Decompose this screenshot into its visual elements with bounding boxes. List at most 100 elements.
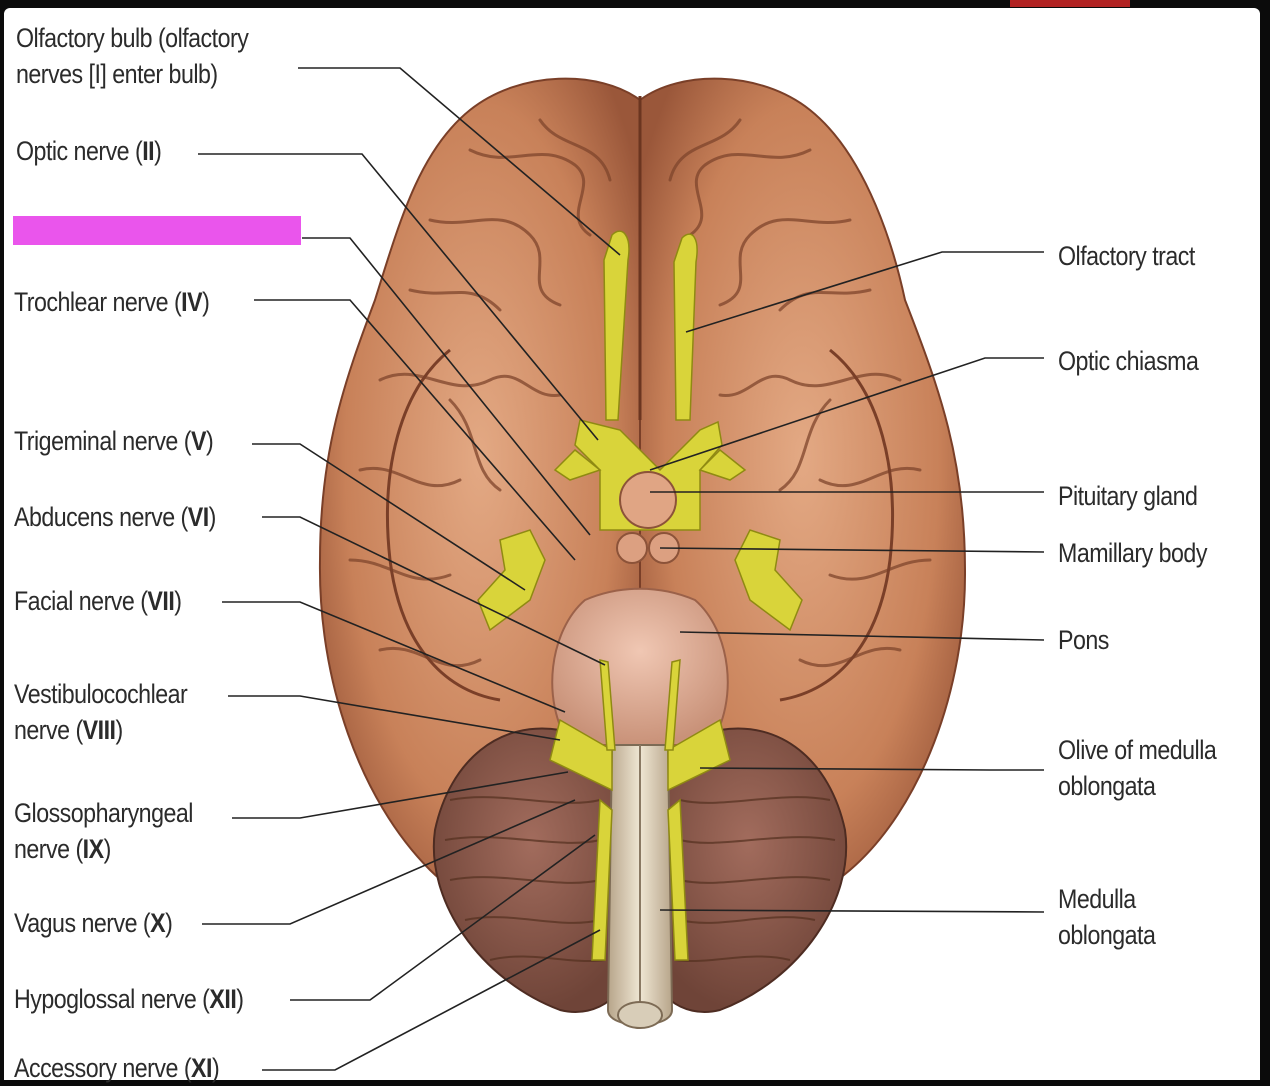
label-line1: Glossopharyngeal (14, 798, 193, 828)
leader-olfactory-tract (685, 251, 1044, 333)
label-close: ) (115, 715, 123, 745)
pituitary-gland (619, 471, 677, 529)
label-close: ) (165, 908, 173, 938)
label-accessory-nerve: Accessory nerve (XI) (14, 1050, 220, 1086)
leader-abducens (262, 516, 606, 666)
label-text: Trochlear nerve ( (14, 287, 182, 317)
label-text: Pituitary gland (1058, 481, 1198, 511)
right-optic-nerve-stub (698, 448, 747, 481)
label-close: ) (103, 834, 112, 864)
label-close: ) (174, 586, 182, 616)
label-line1: Olive of medulla (1058, 735, 1217, 765)
label-hypoglossal-nerve: Hypoglossal nerve (XII) (14, 981, 244, 1017)
label-numeral: V (190, 426, 207, 456)
label-olfactory-bulb-line1: Olfactory bulb (olfactory (16, 23, 249, 53)
label-numeral: VI (187, 502, 209, 532)
right-trigeminal (734, 529, 803, 632)
label-olfactory-bulb: Olfactory bulb (olfactory nerves [I] ent… (16, 20, 249, 92)
gyri (348, 118, 932, 668)
label-vagus-nerve: Vagus nerve (X) (14, 905, 173, 941)
leader-facial (222, 601, 566, 713)
label-numeral: X (150, 908, 166, 938)
leader-oculomotor (302, 237, 591, 536)
label-text: Abducens nerve ( (14, 502, 188, 532)
leader-trigeminal (252, 443, 526, 591)
label-abducens-nerve: Abducens nerve (VI) (14, 499, 216, 535)
leader-olfactory-bulb (298, 67, 621, 256)
label-olfactory-bulb-line2: nerves [I] enter bulb) (16, 59, 218, 89)
label-optic-chiasma: Optic chiasma (1058, 343, 1199, 379)
redaction-box (13, 216, 301, 245)
leader-mamillary (659, 547, 1045, 553)
leader-optic-nerve (198, 153, 599, 441)
label-text: Trigeminal nerve ( (14, 426, 191, 456)
leader-vestibulocochlear (228, 695, 561, 741)
label-optic-nerve: Optic nerve (II) (16, 133, 162, 169)
left-hypoglossal-rootlets (591, 798, 613, 961)
right-temporal-outline (779, 348, 894, 702)
left-mamillary-body (616, 532, 648, 564)
label-numeral: IX (82, 834, 104, 864)
label-olive-of-medulla: Olive of medulla oblongata (1058, 732, 1217, 804)
label-text: Facial nerve ( (14, 586, 148, 616)
left-abducens (599, 659, 616, 751)
label-text: Optic chiasma (1058, 346, 1199, 376)
leader-medulla (659, 909, 1045, 913)
label-text: Optic nerve ( (16, 136, 143, 166)
label-close: ) (208, 502, 217, 532)
label-line1: Vestibulocochlear (14, 679, 188, 709)
label-text: Mamillary body (1058, 538, 1207, 568)
label-trochlear-nerve: Trochlear nerve (IV) (14, 284, 210, 320)
label-text: Vagus nerve ( (14, 908, 151, 938)
label-line2: oblongata (1058, 920, 1156, 950)
label-text: nerve ( (14, 715, 83, 745)
label-trigeminal-nerve: Trigeminal nerve (V) (14, 423, 214, 459)
leader-olive (699, 767, 1044, 771)
leader-optic-chiasma (649, 357, 1044, 471)
label-line2: oblongata (1058, 771, 1156, 801)
label-mamillary-body: Mamillary body (1058, 535, 1207, 571)
label-close: ) (154, 136, 162, 166)
label-numeral: XII (209, 984, 237, 1014)
label-pituitary-gland: Pituitary gland (1058, 478, 1198, 514)
right-hypoglossal-rootlets (667, 798, 689, 961)
left-olfactory-bulb-tract (603, 230, 630, 421)
left-lower-nerves (549, 718, 613, 792)
label-text: Accessory nerve ( (14, 1053, 192, 1083)
label-close: ) (236, 984, 244, 1014)
cerebellum (432, 727, 848, 1013)
leader-hypoglossal (290, 834, 596, 1001)
label-line2: nerve (IX) (14, 831, 193, 867)
label-vestibulocochlear-nerve: Vestibulocochlear nerve (VIII) (14, 676, 188, 748)
label-numeral: VII (147, 586, 175, 616)
label-close: ) (205, 426, 214, 456)
label-pons: Pons (1058, 622, 1109, 658)
label-line1: Medulla (1058, 884, 1136, 914)
left-optic-nerve-stub (553, 448, 602, 481)
label-numeral: IV (181, 287, 203, 317)
label-text: Hypoglossal nerve ( (14, 984, 210, 1014)
label-glossopharyngeal-nerve: Glossopharyngeal nerve (IX) (14, 795, 193, 867)
label-facial-nerve: Facial nerve (VII) (14, 583, 182, 619)
label-close: ) (211, 1053, 220, 1083)
leader-accessory (262, 929, 601, 1071)
right-lower-nerves (667, 718, 731, 792)
leader-trochlear (254, 299, 576, 561)
label-text: Olfactory tract (1058, 241, 1195, 271)
leader-pons (679, 631, 1045, 641)
label-numeral: XI (191, 1053, 212, 1083)
label-text: nerve ( (14, 834, 83, 864)
pons (551, 587, 729, 746)
label-close: ) (202, 287, 210, 317)
label-numeral: II (142, 136, 155, 166)
label-text: Pons (1058, 625, 1109, 655)
leader-glossopharyngeal (232, 771, 569, 819)
label-medulla-oblongata: Medulla oblongata (1058, 881, 1156, 953)
leader-vagus (202, 799, 576, 925)
label-numeral: VIII (82, 715, 116, 745)
top-red-tab (1010, 0, 1130, 7)
folia (444, 796, 836, 963)
label-olfactory-tract: Olfactory tract (1058, 238, 1195, 274)
